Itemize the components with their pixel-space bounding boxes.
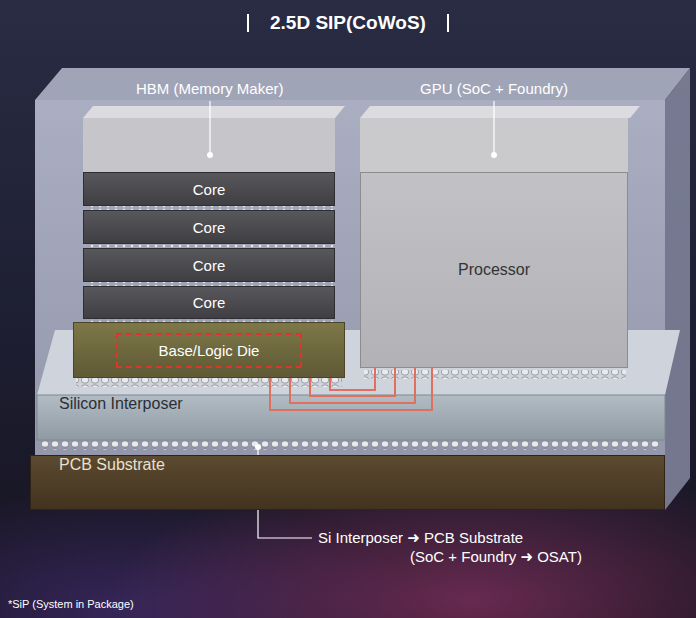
text-label: HBM (Memory Maker) <box>136 80 284 97</box>
node-text: Core <box>193 219 226 236</box>
core-die: Core <box>83 286 335 319</box>
bump-row <box>40 441 660 450</box>
package-top <box>35 68 690 100</box>
node-text: Core <box>193 294 226 311</box>
processor-die: Processor <box>360 172 628 368</box>
silicon-interposer: Silicon Interposer <box>37 395 665 440</box>
core-die: Core <box>83 210 335 244</box>
title-bar <box>247 14 249 32</box>
leader-dot <box>255 444 261 450</box>
node-text: Silicon Interposer <box>59 395 183 413</box>
bump-row <box>364 370 626 379</box>
node-text: PCB Substrate <box>59 456 165 474</box>
package-side <box>665 68 690 510</box>
text-label: Si Interposer ➜ PCB Substrate <box>318 529 523 547</box>
interposer-face <box>37 395 665 440</box>
leader-dot <box>491 152 497 158</box>
diagram-title: 2.5D SIP(CoWoS) <box>270 12 426 34</box>
pcb-substrate: PCB Substrate <box>30 455 665 510</box>
text-label: (SoC + Foundry ➜ OSAT) <box>410 548 582 566</box>
node-text: Processor <box>458 261 530 279</box>
node-text: Core <box>193 181 226 198</box>
node-text: Core <box>193 257 226 274</box>
bump-row <box>76 378 342 387</box>
package-box <box>35 100 665 510</box>
leader-dot <box>207 152 213 158</box>
core-die: Core <box>83 172 335 206</box>
title-bar <box>447 14 449 32</box>
caption: *SiP (System in Package) <box>8 598 134 610</box>
core-die: Core <box>83 248 335 282</box>
text-label: GPU (SoC + Foundry) <box>420 80 568 97</box>
leader-line <box>209 101 210 155</box>
node-text: Base/Logic Die <box>116 333 302 368</box>
gpu-top <box>360 106 640 118</box>
base-die: Base/Logic Die <box>73 322 345 378</box>
hbm-mold <box>83 118 335 172</box>
hbm-top <box>83 106 345 118</box>
leader-line <box>493 101 494 155</box>
